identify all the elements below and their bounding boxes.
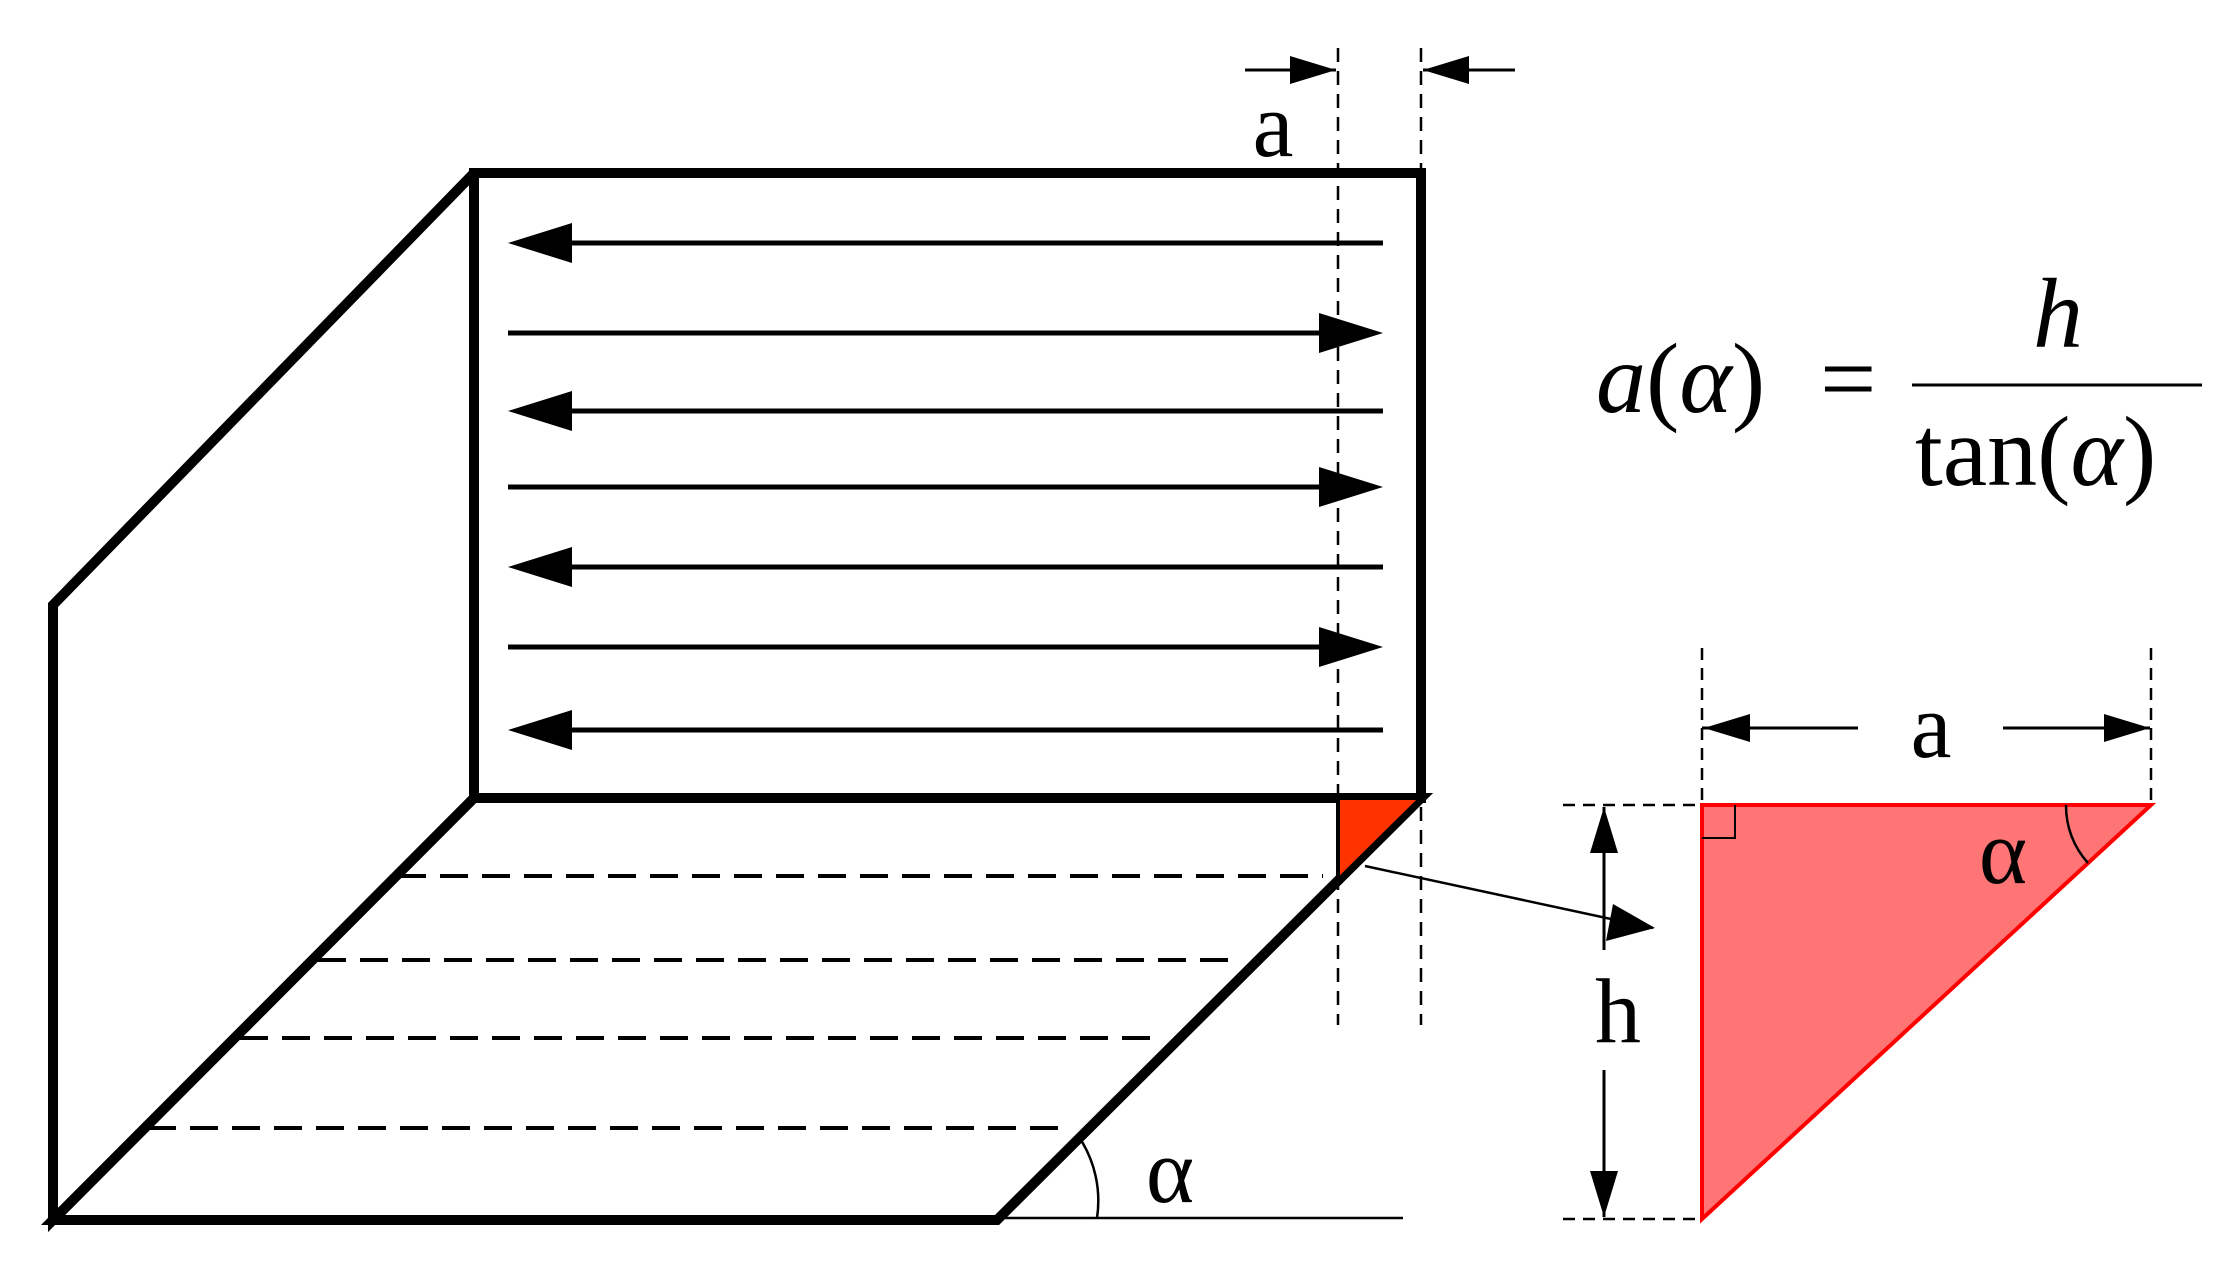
triangle-dim-a-right-arrowhead [2104,714,2150,742]
triangle-dim-h-bottom-arrowhead [1590,1171,1618,1217]
left-wall [48,169,478,1233]
label-alpha-triangle: α [1979,801,2027,903]
scan-arrowhead [1319,467,1383,507]
dimension-a-arrowhead-left [1290,56,1336,84]
angle-arc-bottom [1077,1136,1100,1219]
formula-lhs-open: ( [1646,323,1679,434]
formula-lhs: a(α) [1596,323,1765,434]
formula-lhs-arg: α [1679,323,1734,434]
inclined-plate [40,793,1434,1225]
angle-arc-triangle [2064,804,2089,864]
label-a-top: a [1253,74,1294,176]
formula-denominator: tan(α) [1915,396,2156,507]
label-alpha-bottom: α [1146,1120,1194,1222]
scan-arrowhead [508,547,572,587]
label-a-triangle: a [1911,675,1952,777]
zoom-connector-arrow [1364,864,1654,930]
triangle-dim-h-top-arrowhead [1590,807,1618,853]
formula-den-open: ( [2037,396,2070,507]
scan-arrow-group [508,223,1383,750]
scan-arrowhead [1319,313,1383,353]
scan-arrowhead [508,223,572,263]
zoomed-triangle [1700,803,2157,1224]
formula-lhs-func: a [1596,323,1646,434]
label-h-triangle: h [1595,960,1641,1062]
zoom-connector-arrowhead [1606,904,1655,941]
right-angle-marker [1702,805,1736,839]
triangle-dim-a-left-arrowhead [1704,714,1750,742]
formula-numerator: h [2033,258,2083,369]
corner-overlap-triangle [1336,796,1426,885]
formula-equals: = [1820,323,1876,434]
formula-lhs-close: ) [1732,323,1765,434]
formula: a(α) = h tan(α) [1596,258,2202,507]
formula-den-close: ) [2123,396,2156,507]
formula-den-arg: α [2070,396,2125,507]
dimension-a-arrowhead-right [1423,56,1469,84]
plate-dashed-group [148,874,1323,1130]
scan-arrowhead [508,710,572,750]
formula-den-func: tan [1915,396,2037,507]
scan-arrowhead [508,391,572,431]
scan-arrowhead [1319,627,1383,667]
